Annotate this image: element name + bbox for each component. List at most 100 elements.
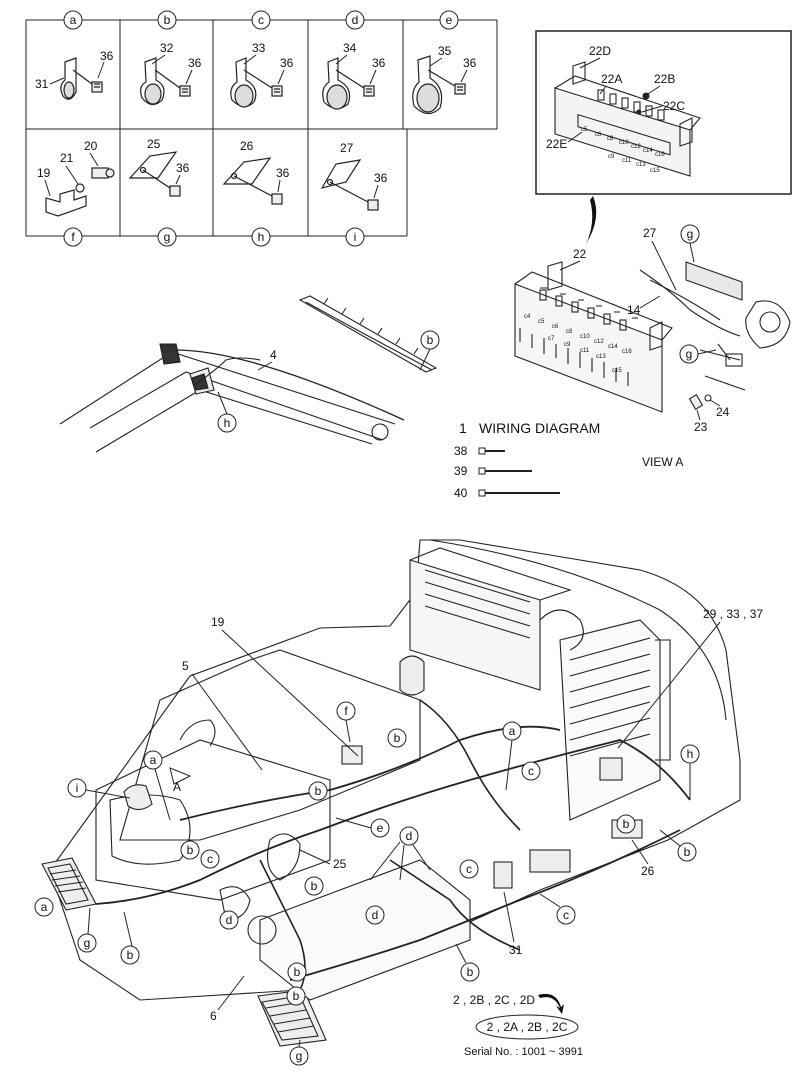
letter-circle-b: b xyxy=(157,10,177,30)
fuse-tag: c7 xyxy=(548,336,555,342)
letter-circle-b-main-6: b xyxy=(287,962,307,982)
letter-label: e xyxy=(377,821,384,835)
cable-tie-40-label: 40 xyxy=(454,486,468,500)
parts-grid xyxy=(25,19,498,237)
relay-connector-icon xyxy=(745,300,791,349)
letter-label: g xyxy=(84,936,91,950)
callout-25: 25 xyxy=(333,857,347,871)
letter-circle-c-main-4: c xyxy=(556,905,576,925)
fuse-tag: c10 xyxy=(580,334,590,340)
letter-label: e xyxy=(446,13,453,27)
old-harness-label: 2 , 2B , 2C , 2D xyxy=(453,993,535,1007)
cable-tie-39-icon xyxy=(478,467,532,475)
boom-drawing xyxy=(59,295,438,453)
part-number-bolt: 36 xyxy=(374,171,388,185)
letter-label: h xyxy=(687,747,694,761)
callout-22b: 22B xyxy=(654,72,675,86)
fuse-tag: c16 xyxy=(655,152,665,158)
letter-label: i xyxy=(354,230,357,244)
plate-icon xyxy=(128,151,178,179)
letter-label: c xyxy=(258,13,264,27)
fuse-tags-view-a: c4 c5 c6 c8 c10 c12 c14 c16 c7 c9 c11 c1… xyxy=(524,314,632,374)
part-number-bolt: 36 xyxy=(372,56,386,70)
letter-circle-e-main: e xyxy=(370,818,390,838)
callout-31: 31 xyxy=(509,943,523,957)
horn-icon xyxy=(123,784,153,811)
letter-circle-b-main-4: b xyxy=(304,876,324,896)
letter-label: i xyxy=(76,781,79,795)
cable-tie-38-label: 38 xyxy=(454,444,468,458)
bolt-icon xyxy=(363,85,375,97)
callout-6: 6 xyxy=(210,1009,217,1023)
letter-circle-b-main-2: b xyxy=(308,781,328,801)
bolt-icon xyxy=(179,85,191,97)
part-number-bolt: 36 xyxy=(276,166,290,180)
letter-circle-d-main-3: d xyxy=(365,905,385,925)
clamp-icon xyxy=(60,57,77,100)
fuse-tag: c8 xyxy=(566,329,573,335)
letter-label: b xyxy=(684,845,691,859)
letter-circle-c-main-1: c xyxy=(521,761,541,781)
fuse-tag: c12 xyxy=(631,144,641,150)
letter-label: f xyxy=(71,230,75,244)
part-number-plate: 26 xyxy=(240,139,254,153)
cell-e-clamp-set xyxy=(412,55,466,115)
bolt-icon xyxy=(454,83,466,95)
fuse-tag: c16 xyxy=(622,349,632,355)
letter-label: f xyxy=(344,704,348,718)
callout-14: 14 xyxy=(627,303,641,317)
letter-circle-b-main-10: b xyxy=(677,842,697,862)
letter-circle-b-main-7: b xyxy=(286,986,306,1006)
letter-circle-i: i xyxy=(345,227,365,247)
curved-arrow-icon xyxy=(538,993,564,1014)
callout-24: 24 xyxy=(716,405,730,419)
fuse-tag: c10 xyxy=(619,140,629,146)
cell-g-plate-set xyxy=(128,151,181,197)
part-number-bolt: 36 xyxy=(100,49,114,63)
letter-label: g xyxy=(686,347,693,361)
callout-view-a-marker: A xyxy=(173,780,181,794)
letter-label: a xyxy=(41,900,48,914)
cell-h-plate-set xyxy=(222,157,283,205)
fuse-tag: c6 xyxy=(552,324,559,330)
bolt-icon xyxy=(271,193,283,205)
detail-pointer-arrow xyxy=(586,196,597,244)
letter-circle-g-main-1: g xyxy=(77,933,97,953)
callout-22: 22 xyxy=(573,247,587,261)
letter-label: a xyxy=(509,724,516,738)
letter-label: b xyxy=(293,989,300,1003)
letter-label: c xyxy=(207,852,213,866)
letter-label: b xyxy=(164,13,171,27)
cell-i-plate-set xyxy=(320,159,379,211)
plate-icon xyxy=(222,157,272,185)
letter-circle-b-boom: b xyxy=(420,330,440,350)
plate-icon xyxy=(320,159,362,189)
cell-f-bracket-set xyxy=(45,167,115,217)
part-number-washer: 21 xyxy=(60,151,74,165)
legend-title: WIRING DIAGRAM xyxy=(479,420,600,436)
fuse-tag: c14 xyxy=(608,344,618,350)
callout-26: 26 xyxy=(641,864,655,878)
letter-circle-g-main-2: g xyxy=(289,1046,309,1066)
letter-circle-b-main-9: b xyxy=(616,814,636,834)
letter-label: a xyxy=(70,13,77,27)
letter-circle-i-main: i xyxy=(67,778,87,798)
letter-label: d xyxy=(226,913,233,927)
letter-circle-b-main-1: b xyxy=(387,728,407,748)
fuse-tag: c15 xyxy=(612,368,622,374)
fuse-tag: c9 xyxy=(564,342,571,348)
callout-22c: 22C xyxy=(663,99,685,113)
letter-circle-h-boom: h xyxy=(217,413,237,433)
cable-tie-39-label: 39 xyxy=(454,464,468,478)
letter-label: h xyxy=(224,416,231,430)
fuse-block-detail-drawing xyxy=(554,61,701,177)
letter-circle-b-main-8: b xyxy=(460,962,480,982)
new-harness-label: 2 , 2A , 2B , 2C xyxy=(487,1020,568,1034)
part-number-clamp: 33 xyxy=(252,41,266,55)
letter-circle-a-main-front: a xyxy=(34,897,54,917)
serial-number-label: Serial No. : 1001 ~ 3991 xyxy=(464,1046,583,1058)
letter-circle-g-view-a-top: g xyxy=(680,224,700,244)
letter-circle-g-view-a-mid: g xyxy=(679,344,699,364)
letter-circle-c-main-2: c xyxy=(200,849,220,869)
